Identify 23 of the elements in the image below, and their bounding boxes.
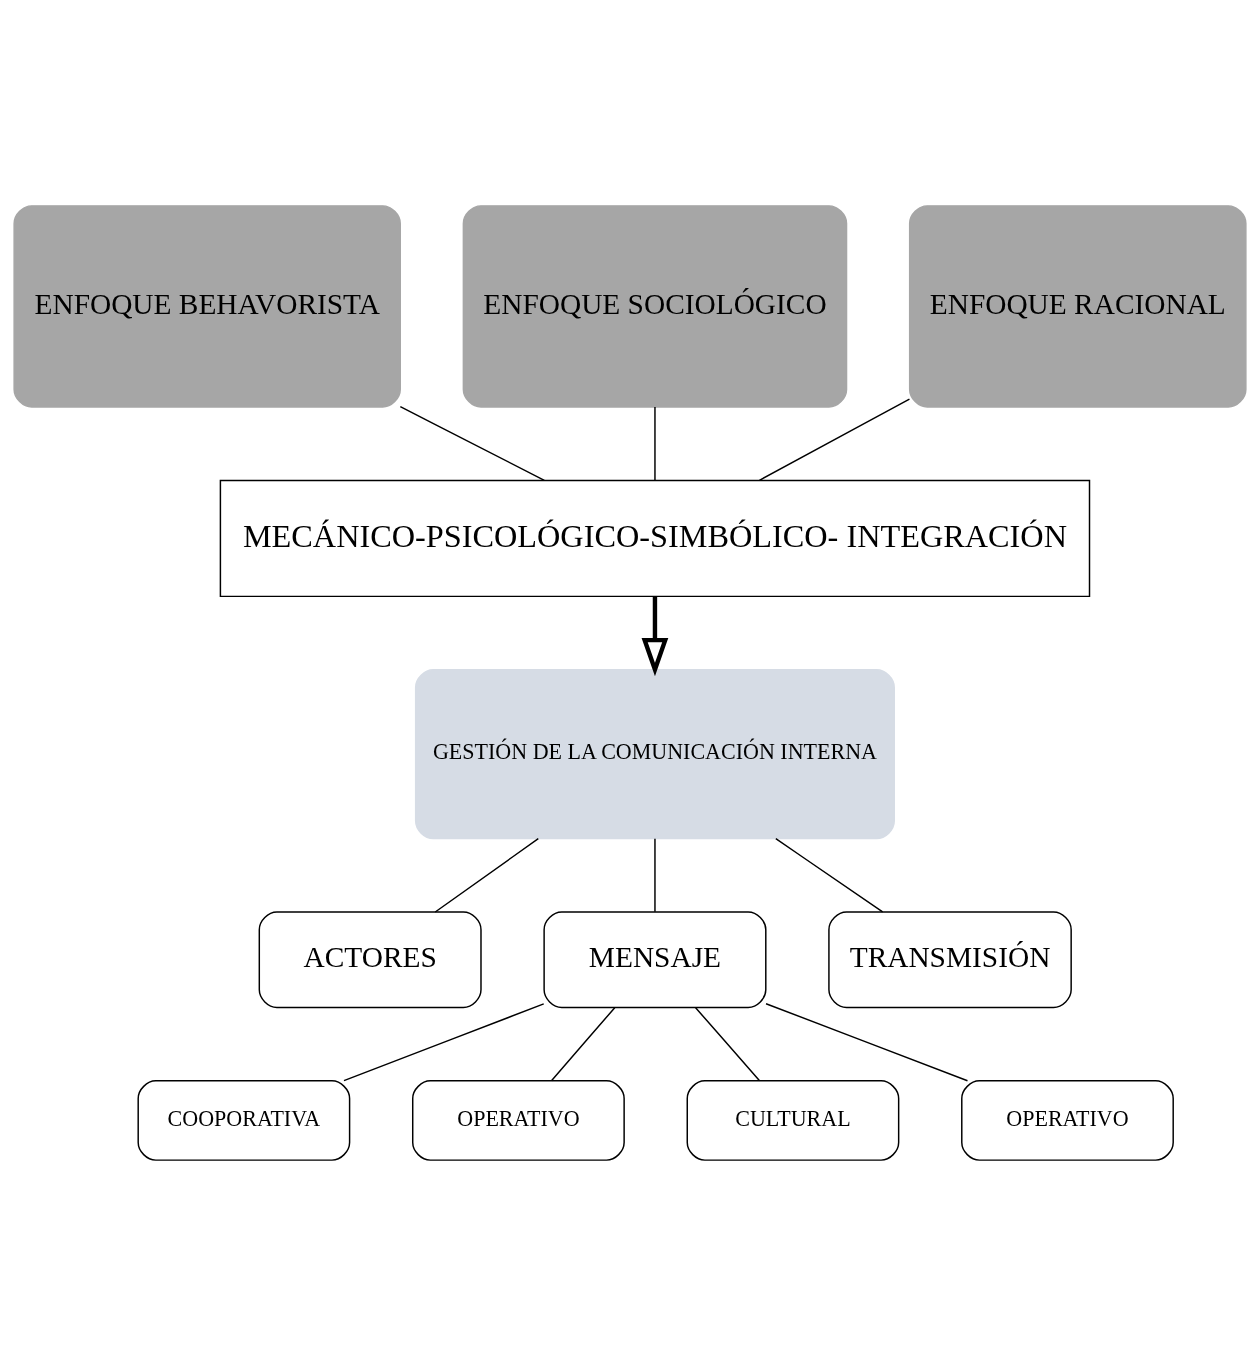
node-box: GESTIÓN DE LA COMUNICACIÓN INTERNA — [414, 668, 895, 839]
node-box: ENFOQUE SOCIOLÓGICO — [462, 204, 848, 408]
node-box: COOPORATIVA — [137, 1079, 351, 1161]
connector — [399, 405, 546, 481]
connector — [758, 397, 911, 481]
node-box: OPERATIVO — [961, 1079, 1174, 1161]
node-box: OPERATIVO — [412, 1079, 625, 1161]
node-box: TRANSMISIÓN — [828, 910, 1072, 1008]
connector — [654, 405, 656, 481]
connector — [434, 837, 540, 913]
connector — [775, 837, 884, 913]
node-box: ACTORES — [258, 910, 482, 1008]
connector — [654, 837, 656, 912]
connector — [765, 1002, 969, 1081]
node-box: MECÁNICO-PSICOLÓGICO-SIMBÓLICO- INTEGRACIÓN — [219, 479, 1091, 597]
arrow — [641, 596, 669, 676]
connector — [343, 1002, 545, 1081]
node-box: MENSAJE — [543, 910, 767, 1008]
node-box: ENFOQUE RACIONAL — [908, 204, 1247, 408]
connector — [550, 1006, 616, 1082]
node-box: CULTURAL — [686, 1079, 900, 1161]
node-box: ENFOQUE BEHAVORISTA — [13, 204, 401, 408]
connector — [694, 1006, 761, 1082]
